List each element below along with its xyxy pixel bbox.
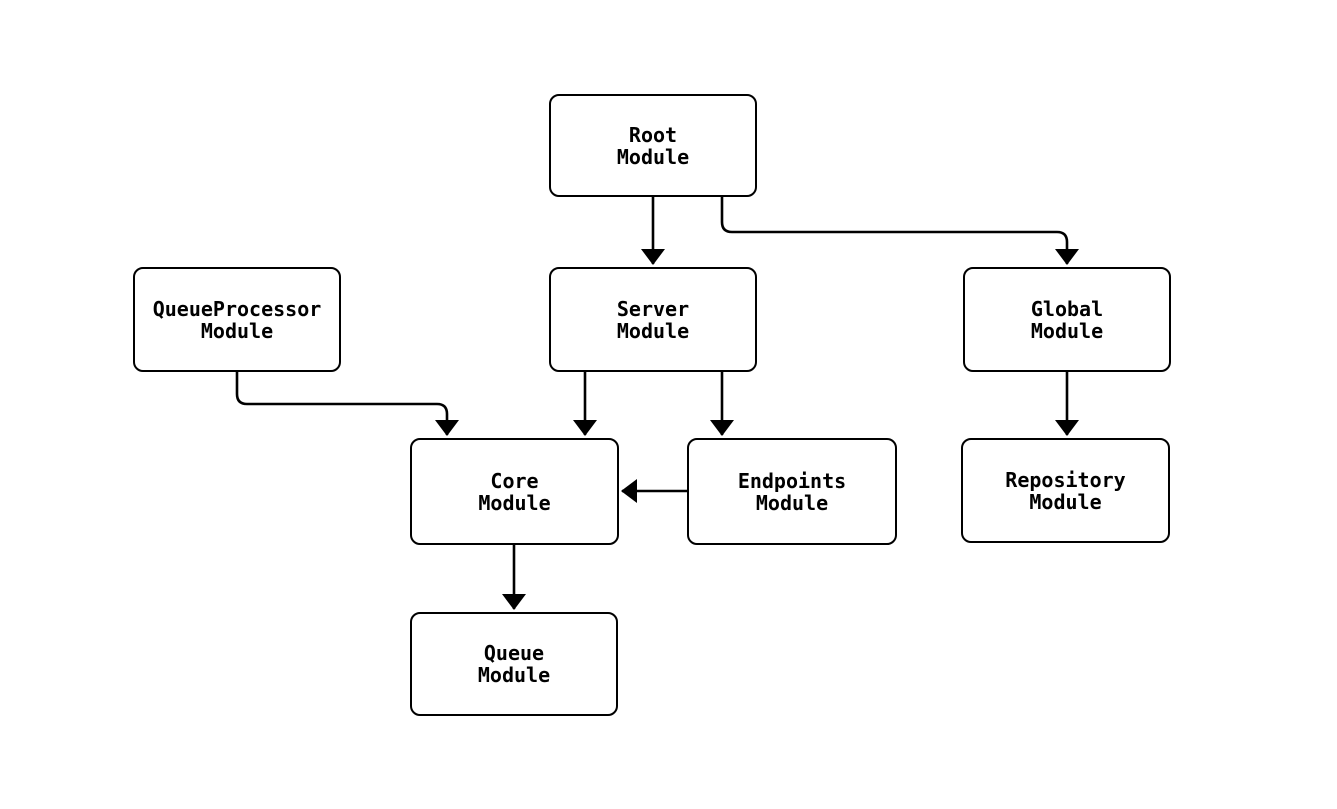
node-label: Core Module bbox=[478, 468, 551, 515]
node-repository-module: Repository Module bbox=[961, 438, 1170, 543]
edge-root-to-global bbox=[720, 197, 1079, 265]
node-core-module: Core Module bbox=[410, 438, 619, 545]
node-endpoints-module: Endpoints Module bbox=[687, 438, 897, 545]
node-label: QueueProcessor Module bbox=[152, 296, 322, 343]
node-label: Global Module bbox=[1030, 296, 1104, 343]
node-label: Server Module bbox=[616, 296, 690, 343]
node-label: Repository Module bbox=[1005, 467, 1126, 514]
node-label: Root Module bbox=[616, 122, 690, 169]
node-server-module: Server Module bbox=[549, 267, 757, 372]
node-queue-module: Queue Module bbox=[410, 612, 618, 716]
node-label: Endpoints Module bbox=[737, 468, 847, 515]
node-queueprocessor-module: QueueProcessor Module bbox=[133, 267, 341, 372]
node-global-module: Global Module bbox=[963, 267, 1171, 372]
edge-queueprocessor-to-core bbox=[235, 372, 459, 436]
node-label: Queue Module bbox=[477, 641, 551, 687]
node-root-module: Root Module bbox=[549, 94, 757, 197]
